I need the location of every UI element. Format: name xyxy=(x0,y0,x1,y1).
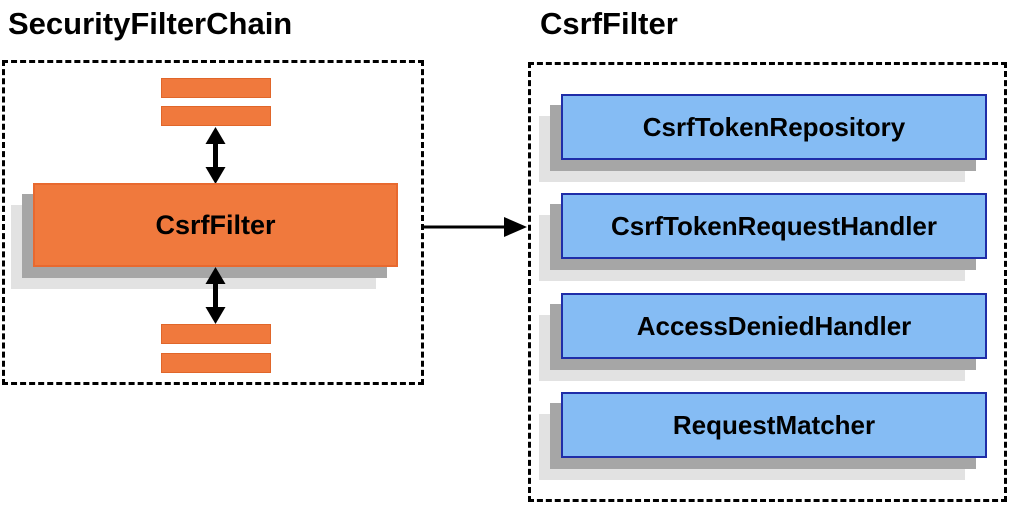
filter-chain-bar-bottom-1 xyxy=(161,324,271,344)
request-matcher-label: RequestMatcher xyxy=(672,409,876,440)
access-denied-handler-box: AccessDeniedHandler xyxy=(561,293,987,359)
csrf-filter-container xyxy=(528,62,1007,502)
security-filter-chain-title: SecurityFilterChain xyxy=(8,6,293,41)
bidirectional-arrow-top-icon xyxy=(205,127,226,184)
filter-chain-bar-top-2 xyxy=(161,106,271,126)
security-filter-chain-container xyxy=(2,60,424,385)
csrf-filter-title: CsrfFilter xyxy=(540,6,678,41)
csrf-filter-box-label: CsrfFilter xyxy=(155,209,276,240)
csrf-token-repository-label: CsrfTokenRepository xyxy=(642,111,906,142)
csrf-token-repository-box: CsrfTokenRepository xyxy=(561,94,987,160)
flow-arrow-icon xyxy=(424,217,527,237)
request-matcher-box: RequestMatcher xyxy=(561,392,987,458)
bidirectional-arrow-bottom-icon xyxy=(205,267,226,324)
filter-chain-bar-bottom-2 xyxy=(161,353,271,373)
csrf-token-request-handler-box: CsrfTokenRequestHandler xyxy=(561,193,987,259)
access-denied-handler-label: AccessDeniedHandler xyxy=(636,310,912,341)
filter-chain-bar-top-1 xyxy=(161,78,271,98)
csrf-token-request-handler-label: CsrfTokenRequestHandler xyxy=(610,210,938,241)
csrf-filter-box: CsrfFilter xyxy=(33,183,398,267)
